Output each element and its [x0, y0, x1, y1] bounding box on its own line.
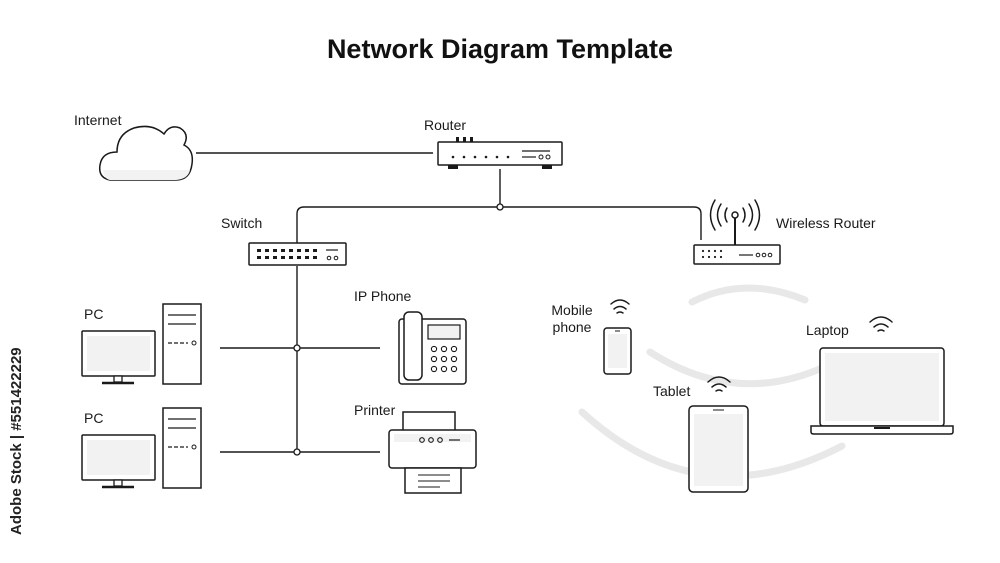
ip-phone-icon — [398, 311, 467, 385]
node-label-printer: Printer — [354, 402, 396, 418]
node-label-wireless-router: Wireless Router — [776, 215, 876, 231]
mobile-phone-icon — [603, 327, 632, 375]
watermark-text: Adobe Stock | #551422229 — [8, 347, 25, 535]
node-label-internet: Internet — [74, 112, 122, 128]
node-label-switch: Switch — [221, 215, 263, 231]
switch-icon — [248, 242, 347, 266]
node-label-router: Router — [424, 117, 467, 133]
page-title: Network Diagram Template — [326, 34, 674, 64]
node-label-pc: PC — [84, 306, 104, 322]
node-label-ip-phone: IP Phone — [354, 288, 412, 304]
node-label-tablet: Tablet — [653, 383, 691, 399]
cloud-icon — [98, 125, 194, 181]
wireless-router-icon — [693, 199, 781, 265]
stock-watermark: Adobe Stock | #551422229 — [8, 325, 30, 535]
tablet-icon — [688, 405, 749, 493]
wifi-signal-icon — [707, 376, 731, 392]
node-label-laptop: Laptop — [806, 322, 849, 338]
laptop-icon — [810, 347, 954, 435]
junction-dots — [293, 203, 504, 456]
printer-icon — [388, 411, 477, 494]
router-icon — [437, 137, 563, 169]
wifi-signal-icon — [610, 299, 630, 314]
connection-lines — [196, 152, 702, 453]
pc-icon — [81, 407, 202, 489]
wifi-signal-icon — [869, 316, 893, 332]
node-label-pc: PC — [84, 410, 104, 426]
node-label-mobile-phone: Mobile phone — [551, 302, 593, 335]
pc-icon — [81, 303, 202, 385]
